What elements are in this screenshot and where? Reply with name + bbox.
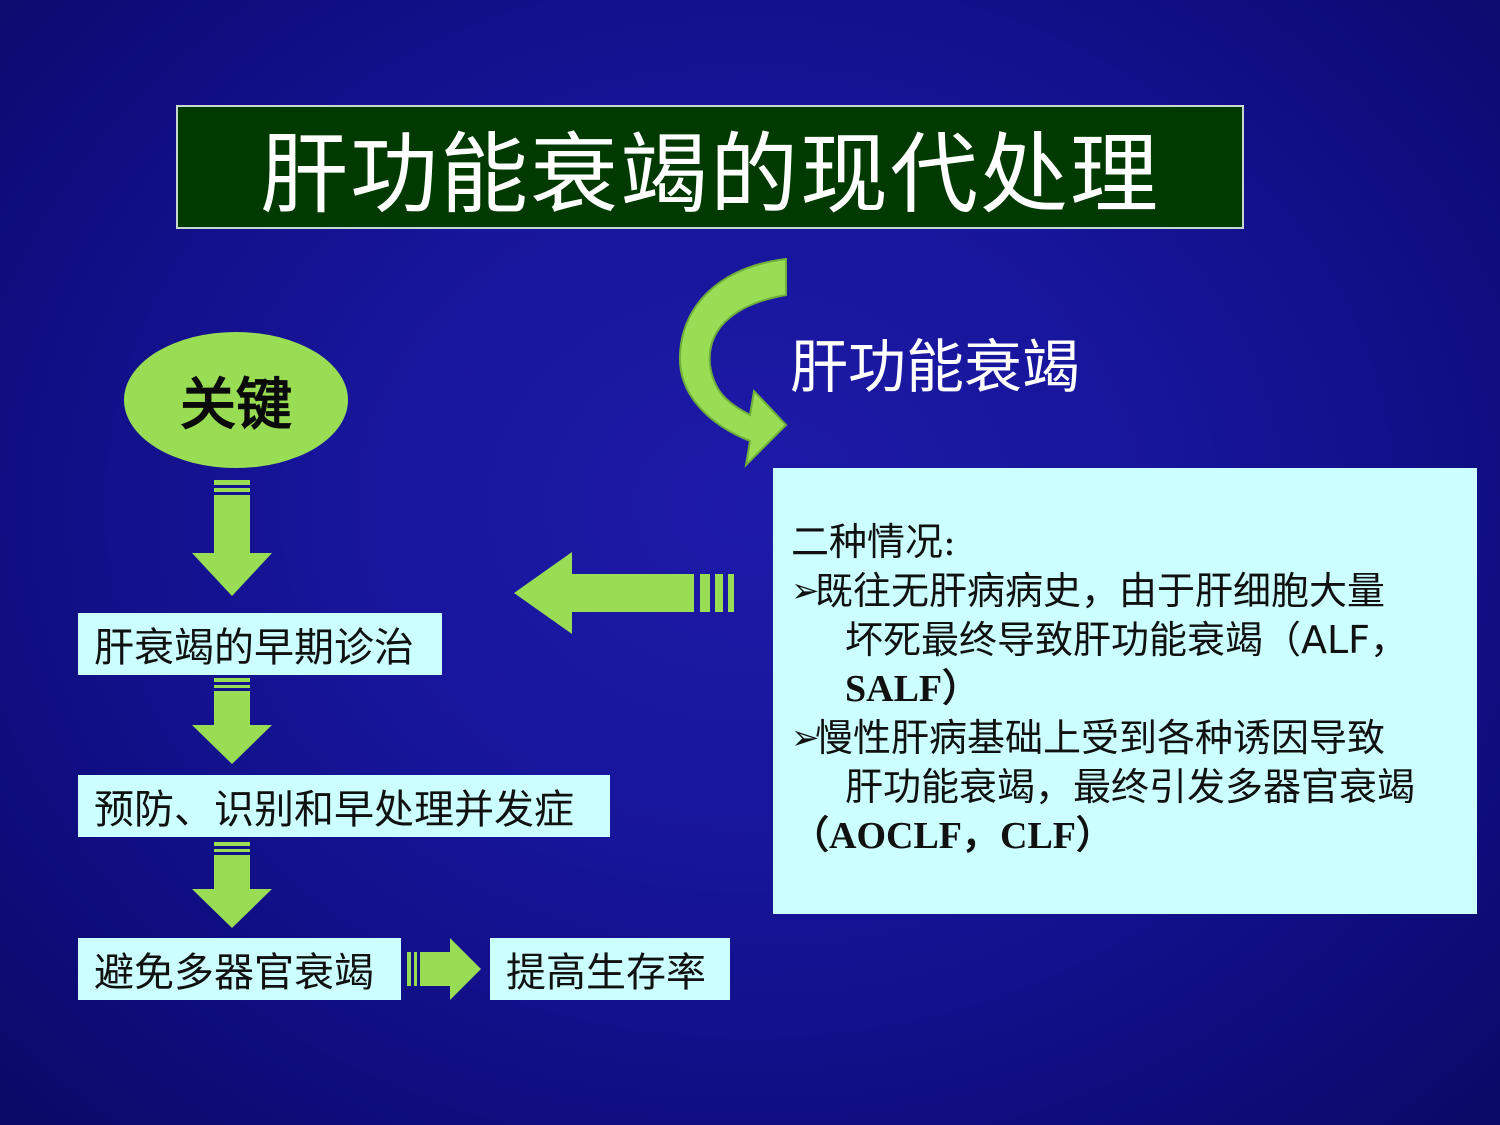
info-item-alf-line2: 坏死最终导致肝功能衰竭（ALF，: [845, 618, 1409, 662]
down-arrow-icon: [192, 842, 272, 928]
down-arrow-icon: [192, 480, 272, 596]
info-box: 二种情况: ➢ 既往无肝病病史，由于肝细胞大量 坏死最终导致肝功能衰竭（ALF，…: [773, 468, 1477, 914]
info-item-alf: ➢ 既往无肝病病史，由于肝细胞大量 坏死最终导致肝功能衰竭（ALF， SALF）: [791, 567, 1477, 714]
info-item-alf-line3: SALF）: [845, 668, 981, 710]
left-arrow-icon: [514, 552, 734, 634]
info-item-alf-line1: 既往无肝病病史，由于肝细胞大量: [815, 569, 1386, 613]
right-arrow-icon: [407, 938, 481, 1000]
page-title: 肝功能衰竭的现代处理: [176, 105, 1244, 229]
step-survival-rate: 提高生存率: [490, 938, 730, 1000]
info-item-aoclf-line2: 肝功能衰竭，最终引发多器官衰竭: [845, 765, 1416, 809]
step-early-diagnosis: 肝衰竭的早期诊治: [78, 613, 442, 675]
bullet-arrow-icon: ➢: [791, 571, 820, 611]
key-ellipse: 关键: [124, 332, 348, 468]
down-arrow-icon: [192, 678, 272, 764]
info-item-aoclf: ➢ 慢性肝病基础上受到各种诱因导致 肝功能衰竭，最终引发多器官衰竭 （AOCLF…: [791, 714, 1477, 861]
info-item-aoclf-line1: 慢性肝病基础上受到各种诱因导致: [815, 716, 1386, 760]
step-avoid-mof: 避免多器官衰竭: [78, 938, 401, 1000]
curved-arrow-label: 肝功能衰竭: [790, 333, 1081, 401]
info-heading: 二种情况:: [791, 520, 956, 564]
info-item-aoclf-line3: （AOCLF，CLF）: [791, 815, 1115, 857]
step-complications: 预防、识别和早处理并发症: [78, 775, 610, 837]
curved-arrow-icon: [678, 257, 788, 468]
bullet-arrow-icon: ➢: [791, 718, 820, 758]
